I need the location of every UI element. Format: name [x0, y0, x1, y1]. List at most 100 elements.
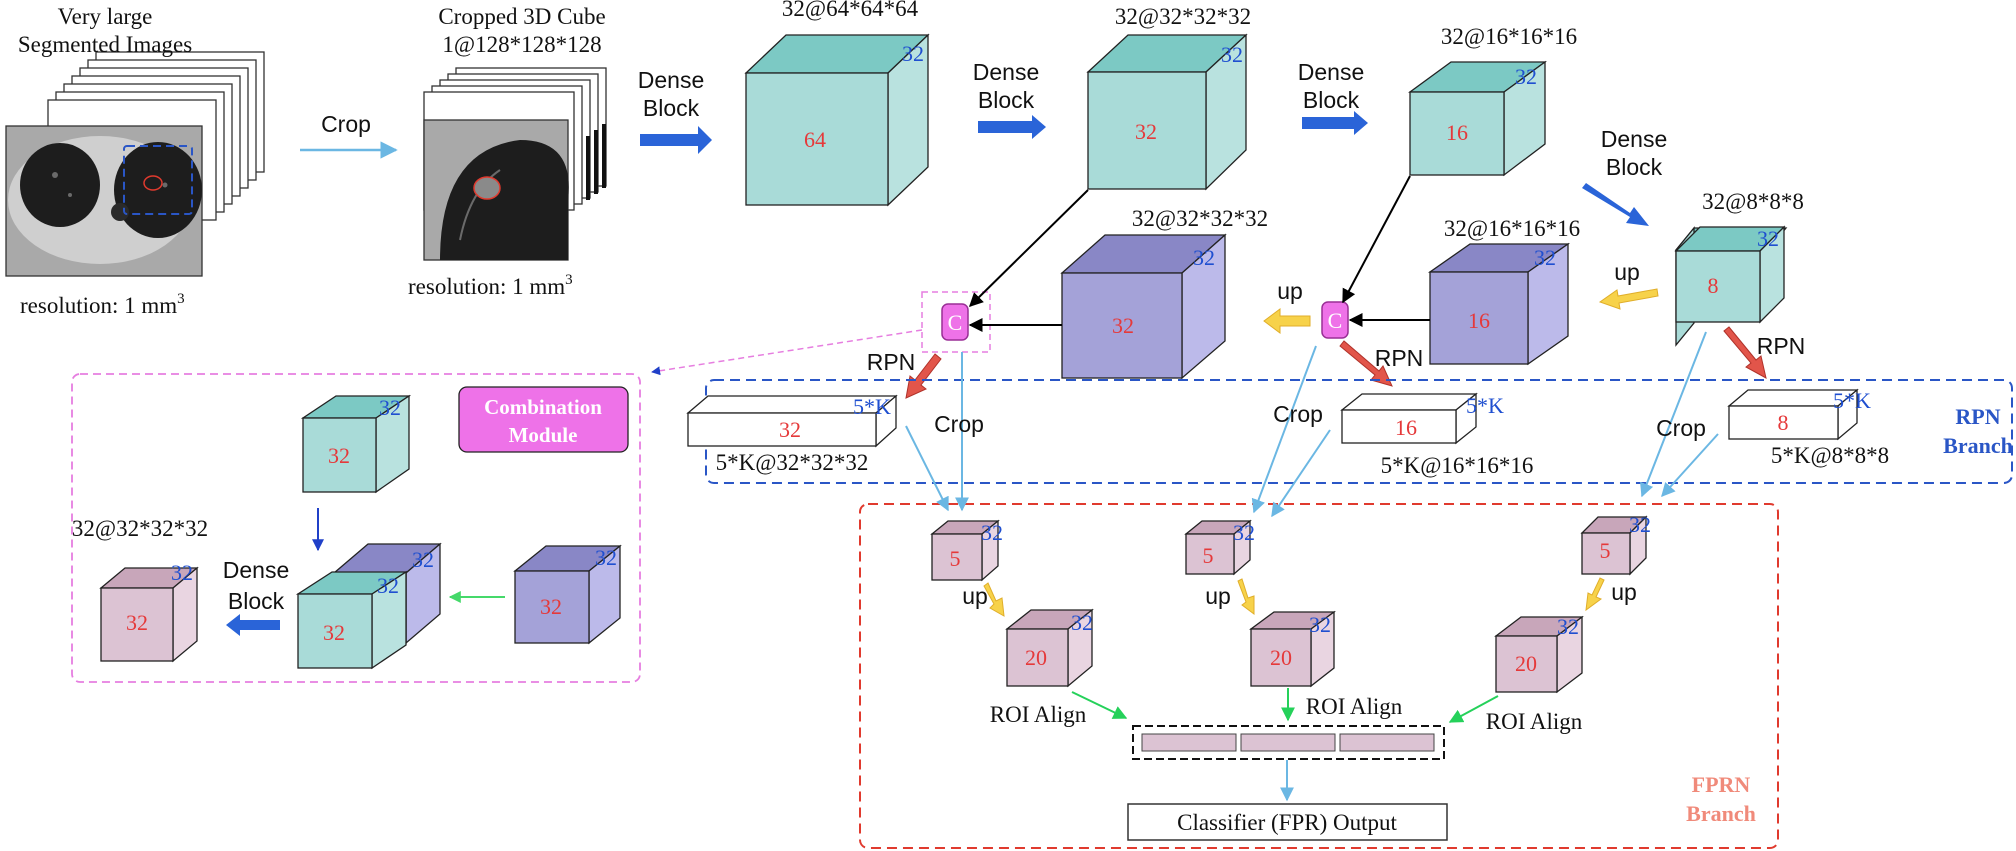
concat-node-2: C	[1321, 301, 1349, 339]
cube-channel-label: 32	[1557, 614, 1579, 639]
cropped-ct-image	[423, 119, 569, 261]
slab-size-label: 16	[1395, 415, 1417, 440]
classifier-box	[1127, 803, 1448, 841]
slab-dims-label: 5*K@8*8*8	[1771, 443, 1889, 468]
rpn-branch-box	[705, 379, 2013, 484]
slab-channel-label: 5*K	[1833, 388, 1871, 413]
combination-module-title: Combination Module	[458, 386, 629, 453]
cube-dims-label: 32@16*16*16	[1444, 216, 1580, 241]
dense-block-arrow-1: Dense Block	[638, 67, 712, 154]
combination-dense-block-arrow: Dense Block	[223, 557, 289, 636]
fprn-big-cube-1: 32 20	[1005, 608, 1094, 688]
combination-title-line2: Module	[509, 423, 578, 447]
cube-size-label: 16	[1446, 120, 1468, 145]
encoder-cube-3: 32 16 32@16*16*16	[1408, 24, 1577, 177]
cube-dims-label: 32@32*32*32	[1115, 4, 1251, 29]
cube-size-label: 32	[1135, 119, 1157, 144]
combination-zoom-line	[651, 329, 923, 376]
up-arrow-1: up	[1263, 278, 1311, 334]
cube-channel-label: 32	[1071, 610, 1093, 635]
slab-channel-label: 5*K	[1466, 393, 1504, 418]
cube-channel-label: 32	[412, 547, 434, 572]
up-label: up	[962, 583, 988, 609]
cube-channel-label: 32	[1309, 612, 1331, 637]
concat-node-1: C	[921, 291, 991, 353]
cube-size-label: 32	[1112, 313, 1134, 338]
cube-size-label: 64	[804, 127, 826, 152]
input-resolution: resolution: 1 mm3	[20, 291, 185, 318]
input-title-line2: Segmented Images	[18, 32, 192, 57]
cube-size-label: 32	[328, 443, 350, 468]
fprn-branch-title-line1: FPRN	[1692, 772, 1751, 797]
dense-block-arrow-3: Dense Block	[1298, 59, 1368, 135]
segmented-image-stack: Very large Segmented Images resolution: …	[5, 4, 265, 318]
roi-align-label: ROI Align	[1306, 694, 1403, 719]
crop-down-arrow	[1251, 345, 1317, 514]
dense-block-arrow-2: Dense Block	[973, 59, 1046, 139]
up-label: up	[1614, 259, 1640, 285]
cube-dims-label: 32@32*32*32	[72, 516, 208, 541]
cube-size-label: 8	[1708, 273, 1719, 298]
combination-top-cube: 32 32	[300, 394, 412, 494]
crop-arrow-label: Crop	[321, 111, 371, 137]
dense-block-label-line1: Dense	[973, 59, 1039, 85]
roi-align-arrow	[1071, 691, 1128, 719]
combination-module-box	[71, 373, 641, 683]
cube-size-label: 20	[1270, 645, 1292, 670]
encoder-cube-4: 32 8 32@8*8*8	[1674, 189, 1804, 347]
cube-channel-label: 32	[1515, 64, 1537, 89]
cube-channel-label: 32	[1221, 42, 1243, 67]
cube-size-label: 16	[1468, 308, 1490, 333]
fprn-big-cube-3: 32 20	[1494, 614, 1584, 694]
crop-arrow-from-rpn	[1661, 433, 1719, 498]
rpn-branch-title-line1: RPN	[1955, 404, 2000, 429]
cube-dims-label: 32@16*16*16	[1441, 24, 1577, 49]
cube-dims-label: 32@32*32*32	[1132, 206, 1268, 231]
cropped-resolution: resolution: 1 mm3	[408, 272, 573, 299]
slab-dims-label: 5*K@32*32*32	[716, 450, 869, 475]
dense-block-label-line1: Dense	[638, 67, 704, 93]
cube-size-label: 32	[323, 620, 345, 645]
fprn-branch-title-line2: Branch	[1686, 801, 1756, 826]
feature-vector	[1132, 725, 1445, 760]
rpn-label: RPN	[1757, 333, 1806, 359]
rpn-arrow-2: RPN	[1339, 340, 1423, 387]
cube-channel-label: 32	[1629, 512, 1651, 537]
roi-align-arrow	[1448, 695, 1499, 723]
crop-label: Crop	[934, 411, 984, 437]
cube-size-label: 32	[540, 594, 562, 619]
rpn-label: RPN	[867, 349, 916, 375]
cube-channel-label: 32	[1757, 226, 1779, 251]
fprn-up-arrow-2: up	[1205, 578, 1255, 615]
classifier-label: Classifier (FPR) Output	[1177, 810, 1397, 835]
cropped-cube-stack: Cropped 3D Cube 1@128*128*128 resolution…	[408, 4, 607, 299]
decoder-cube-1: 32 32 32@32*32*32	[1060, 206, 1268, 380]
concat-symbol: C	[1328, 308, 1343, 333]
cube-dims-label: 32@64*64*64	[782, 0, 919, 21]
slab-channel-label: 5*K	[853, 394, 891, 419]
cube-channel-label: 32	[1233, 520, 1255, 545]
crop-arrow-from-rpn	[905, 425, 949, 512]
dense-block-label-line2: Block	[978, 87, 1035, 113]
cube-size-label: 5	[1600, 538, 1611, 563]
cube-channel-label: 32	[981, 520, 1003, 545]
crop-label: Crop	[1273, 401, 1323, 427]
cube-channel-label: 32	[379, 395, 401, 420]
rpn-output-slab-1: 5*K 32 5*K@32*32*32	[686, 394, 898, 475]
fprn-big-cube-2: 32 20	[1249, 610, 1336, 688]
rpn-output-slab-3: 5*K 8 5*K@8*8*8	[1727, 388, 1889, 468]
cropped-title-line2: 1@128*128*128	[442, 32, 601, 57]
cube-size-label: 5	[1203, 543, 1214, 568]
slab-size-label: 8	[1778, 410, 1789, 435]
cube-channel-label: 32	[1193, 245, 1215, 270]
roi-align-label: ROI Align	[1486, 709, 1583, 734]
input-title-line1: Very large	[58, 4, 153, 29]
crop-down-arrow	[1640, 331, 1707, 498]
crop-label: Crop	[1656, 415, 1706, 441]
fprn-small-cube-2: 32 5	[1184, 519, 1255, 576]
roi-align-label: ROI Align	[990, 702, 1087, 727]
dense-block-label-line2: Block	[228, 588, 285, 614]
cube-dims-label: 32@8*8*8	[1702, 189, 1804, 214]
cube-channel-label: 32	[902, 41, 924, 66]
